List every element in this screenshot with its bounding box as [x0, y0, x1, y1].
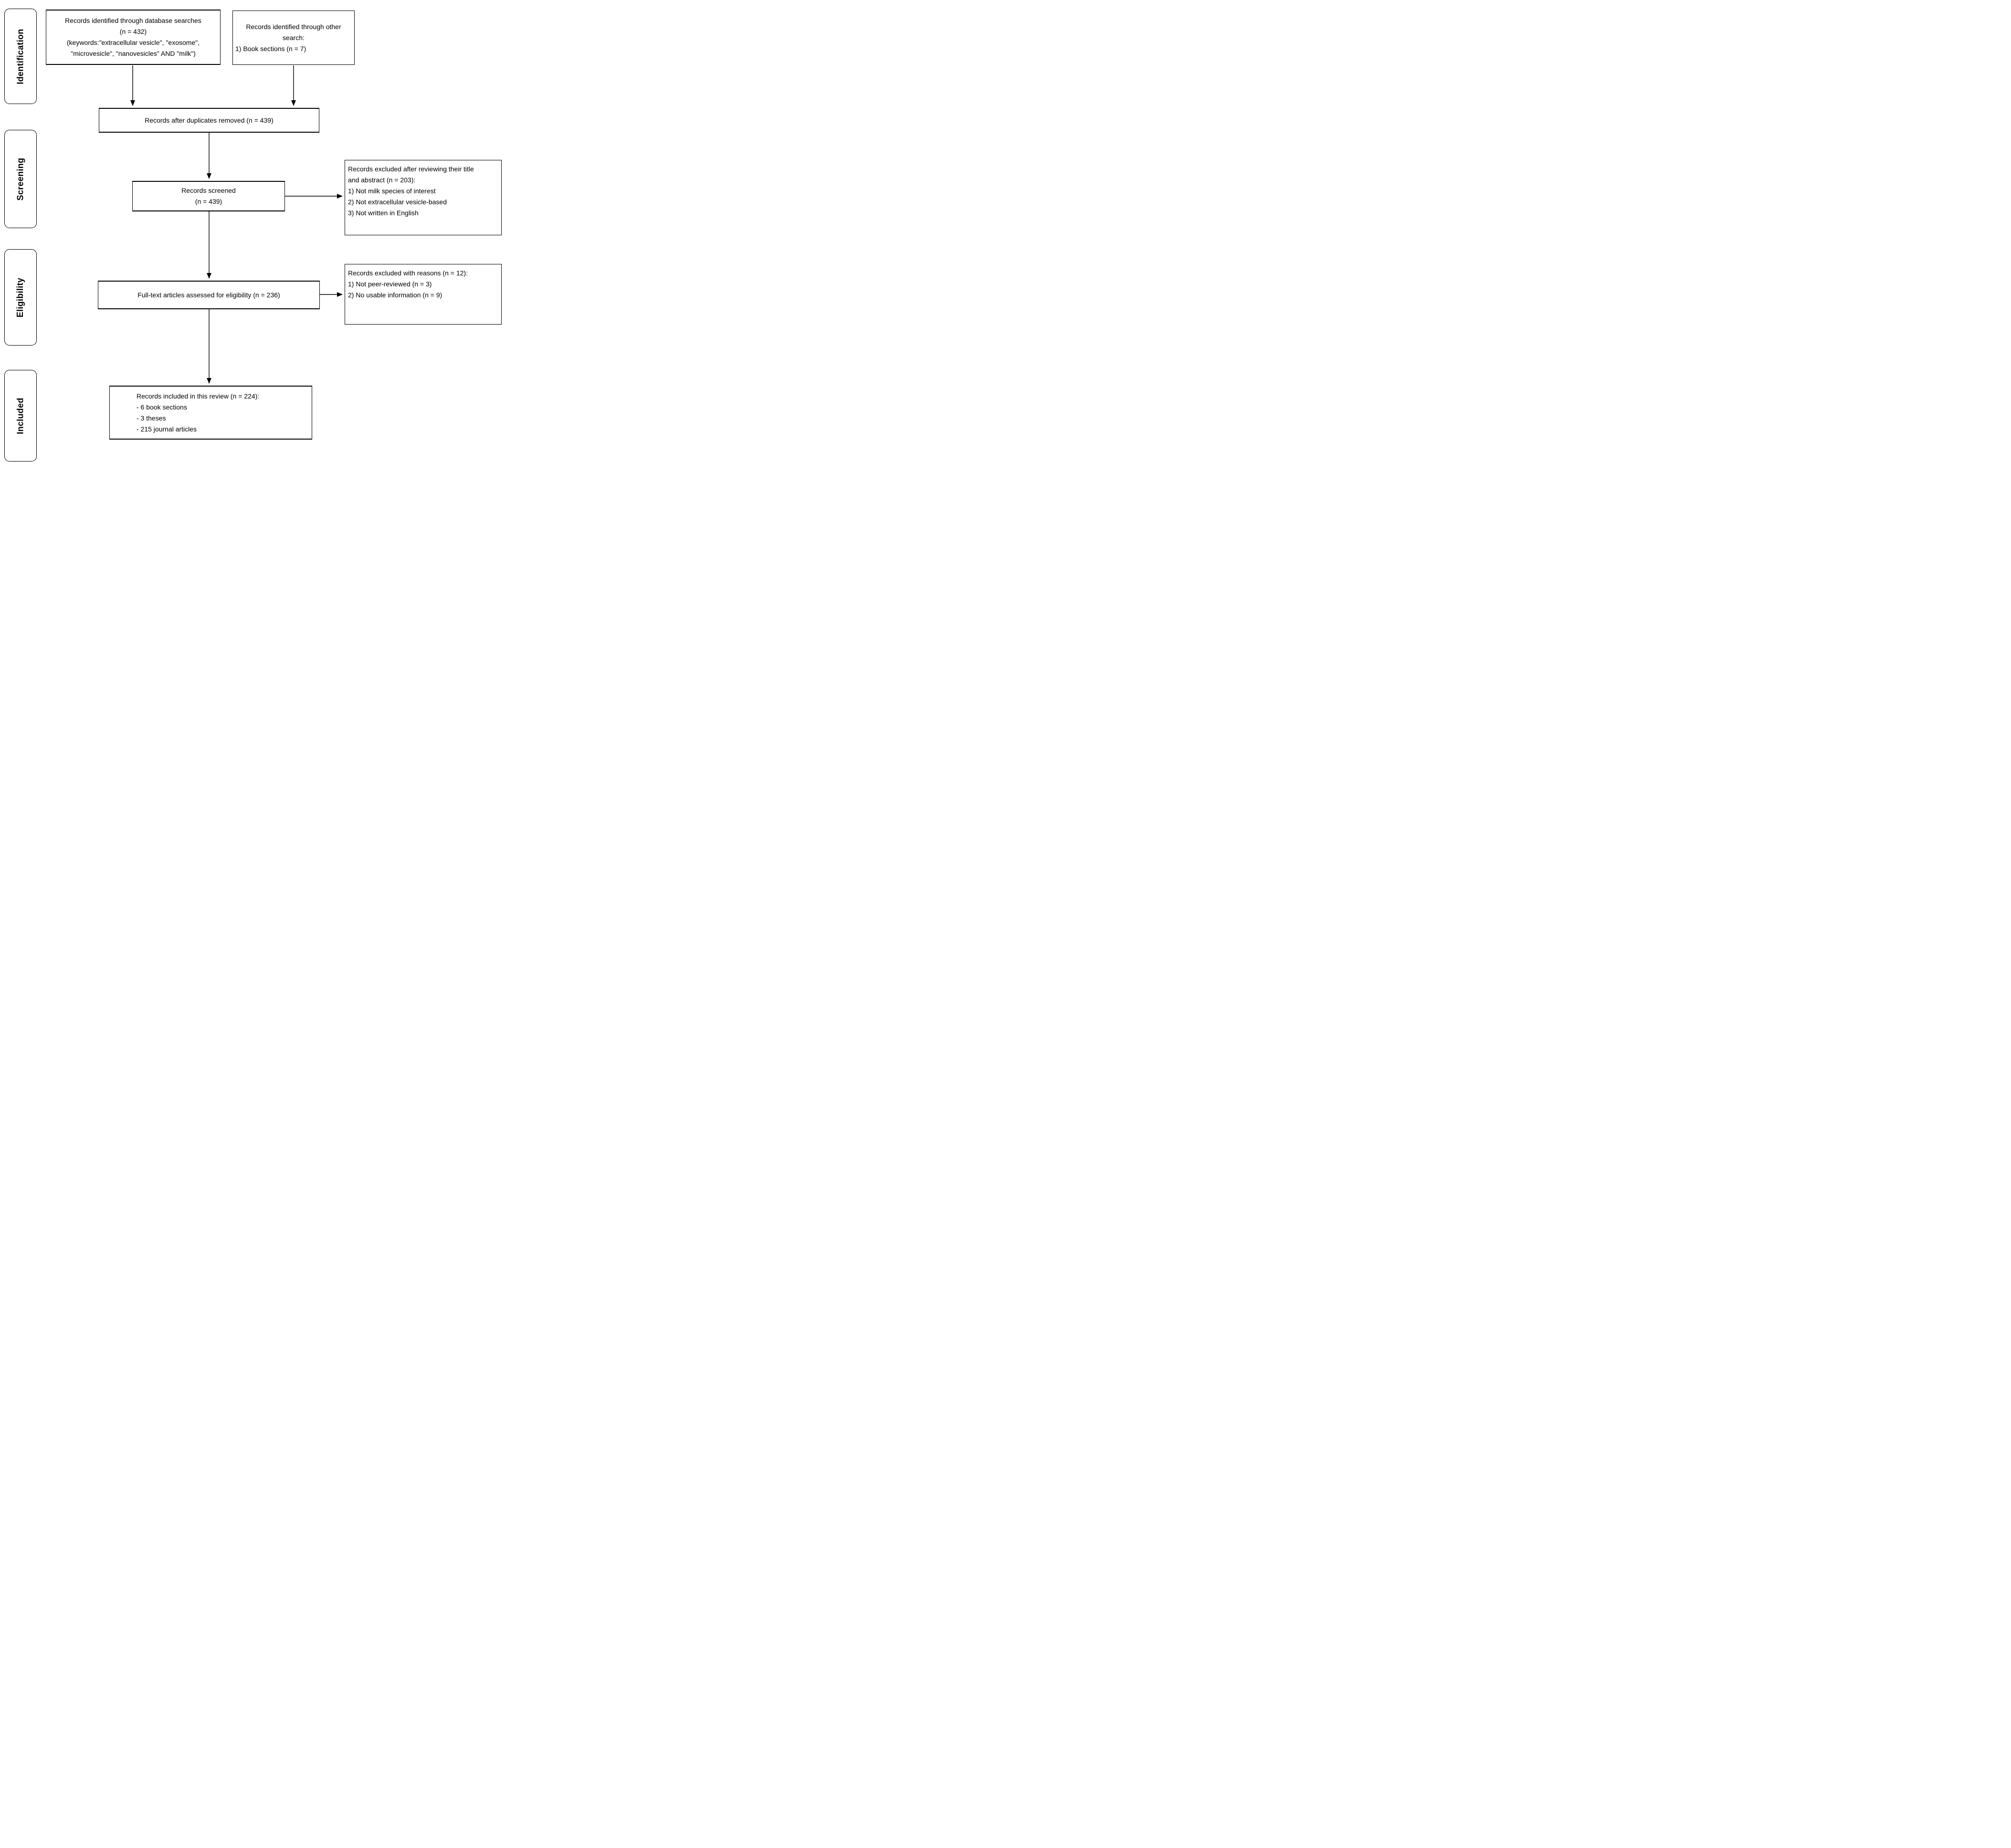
stage-label-eligibility-text: Eligibility	[15, 277, 25, 317]
included-item-book-sections: - 6 book sections	[137, 403, 187, 411]
stage-label-eligibility: Eligibility	[4, 249, 37, 346]
other-search-item-book-sections: 1) Book sections (n = 7)	[235, 44, 306, 52]
box-records-identified-database: Records identified through database sear…	[46, 10, 221, 65]
box-fulltext-assessed: Full-text articles assessed for eligibil…	[98, 281, 320, 309]
stage-label-screening-text: Screening	[15, 158, 25, 200]
stage-label-included: Included	[4, 370, 37, 462]
stage-label-included-text: Included	[15, 397, 25, 434]
stage-label-identification-text: Identification	[15, 28, 25, 84]
excluded-screening-title-1: Records excluded after reviewing their t…	[348, 165, 474, 173]
included-title: Records included in this review (n = 224…	[137, 392, 260, 400]
db-search-count: (n = 432)	[119, 28, 147, 35]
box-records-after-duplicates: Records after duplicates removed (n = 43…	[99, 108, 319, 133]
excluded-eligibility-reason-2: 2) No usable information (n = 9)	[348, 291, 442, 299]
other-search-line-2: search:	[283, 33, 305, 42]
included-item-journal-articles: - 215 journal articles	[137, 425, 197, 433]
records-screened-count: (n = 439)	[195, 198, 222, 205]
db-search-keywords-2: "microvesicle", "nanovesicles" AND "milk…	[71, 50, 196, 57]
box-excluded-with-reasons: Records excluded with reasons (n = 12): …	[345, 264, 502, 325]
duplicates-removed-text: Records after duplicates removed (n = 43…	[145, 116, 274, 124]
box-records-identified-other: Records identified through other search:…	[232, 10, 355, 65]
records-screened-line: Records screened	[181, 187, 236, 194]
other-search-line-1: Records identified through other	[246, 22, 341, 31]
excluded-screening-reason-1: 1) Not milk species of interest	[348, 187, 436, 195]
box-records-included: Records included in this review (n = 224…	[109, 386, 312, 440]
excluded-screening-reason-2: 2) Not extracellular vesicle-based	[348, 198, 447, 206]
stage-label-identification: Identification	[4, 9, 37, 104]
box-excluded-title-abstract: Records excluded after reviewing their t…	[345, 160, 502, 235]
excluded-screening-title-2: and abstract (n = 203):	[348, 176, 416, 184]
prisma-flow-diagram: Identification Screening Eligibility Inc…	[0, 0, 503, 462]
excluded-eligibility-reason-1: 1) Not peer-reviewed (n = 3)	[348, 280, 432, 288]
stage-label-screening: Screening	[4, 130, 37, 228]
fulltext-assessed-text: Full-text articles assessed for eligibil…	[137, 291, 280, 299]
included-item-theses: - 3 theses	[137, 414, 166, 422]
excluded-screening-reason-3: 3) Not written in English	[348, 209, 419, 217]
db-search-line: Records identified through database sear…	[65, 17, 201, 24]
box-records-screened: Records screened (n = 439)	[132, 181, 285, 211]
excluded-eligibility-title: Records excluded with reasons (n = 12):	[348, 269, 468, 277]
db-search-keywords-1: (keywords:"extracellular vesicle", "exos…	[66, 39, 200, 46]
